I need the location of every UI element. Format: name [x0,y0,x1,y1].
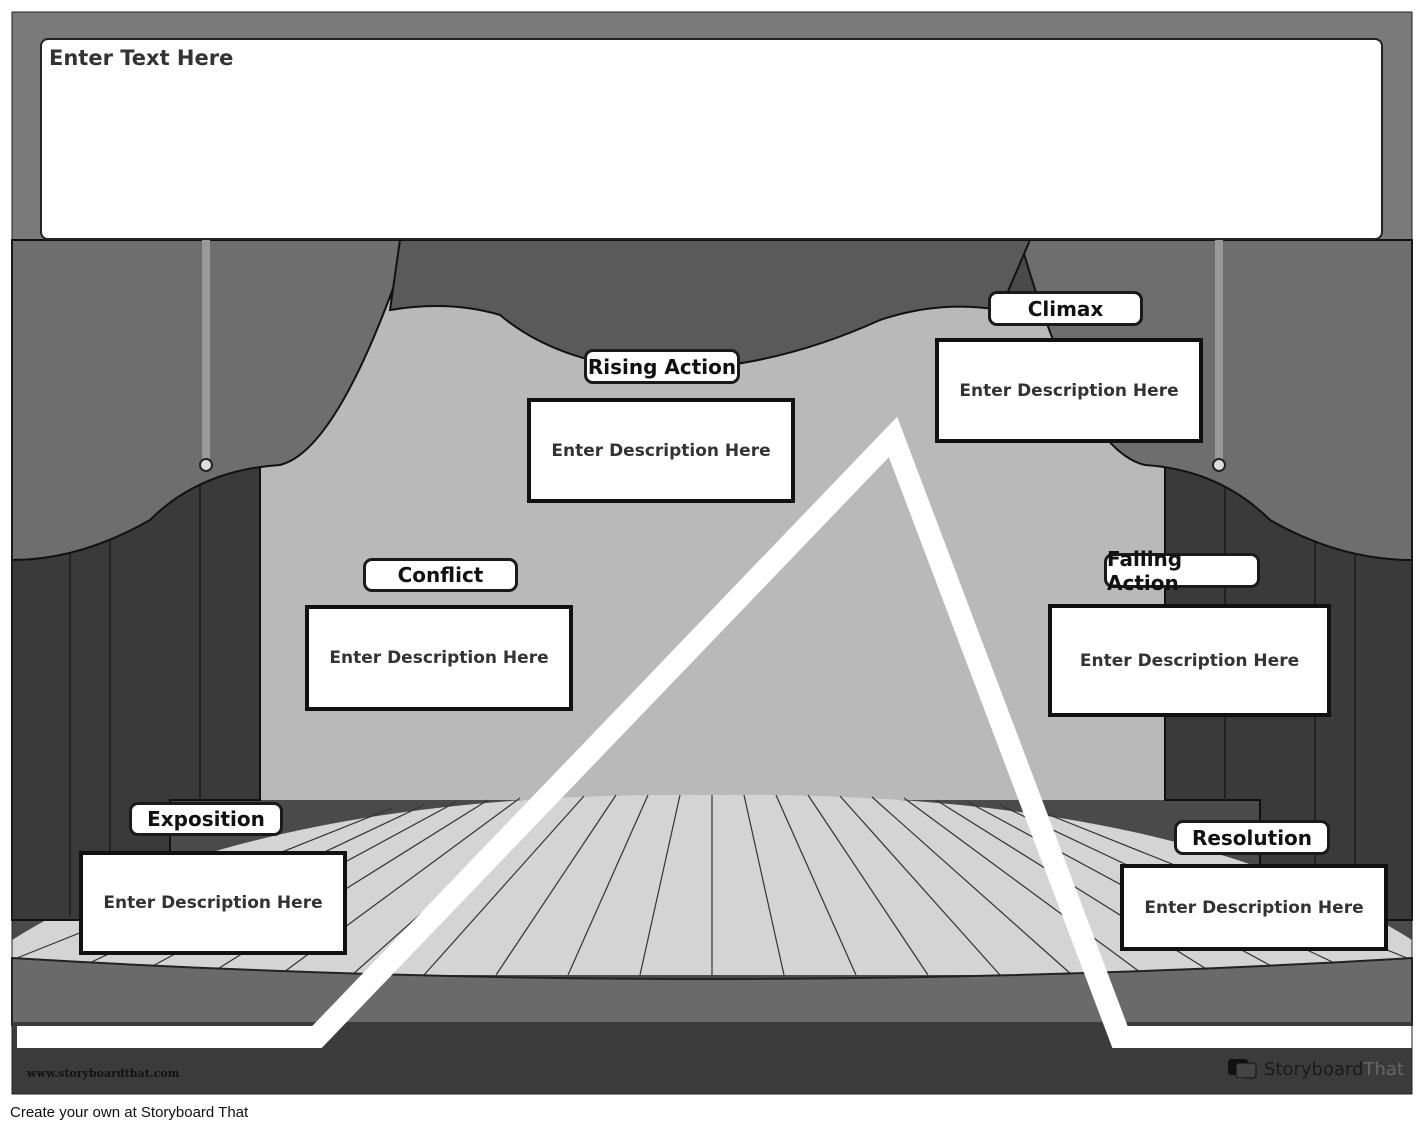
brand-main: Storyboard [1264,1058,1364,1080]
exposition-label: Exposition [129,802,283,836]
right-tie-knob [1212,458,1226,472]
climax-description-box[interactable]: Enter Description Here [935,338,1203,443]
left-tie-knob [199,458,213,472]
left-swag [11,239,412,562]
plot-line [17,416,1412,1048]
create-your-own-footer[interactable]: Create your own at Storyboard That [10,1104,249,1121]
exposition-description-box[interactable]: Enter Description Here [79,851,347,955]
storyboardthat-logo: StoryboardThat [1227,1057,1404,1081]
falling-action-description-box[interactable]: Enter Description Here [1048,604,1331,717]
falling-action-label: Falling Action [1104,547,1260,595]
climax-label: Climax [988,291,1143,326]
title-placeholder: Enter Text Here [49,46,234,70]
title-text-box[interactable]: Enter Text Here [40,38,1383,240]
resolution-label: Resolution [1174,820,1330,855]
watermark-url: www.storyboardthat.com [27,1067,180,1080]
scene-border [11,11,1413,1095]
conflict-label: Conflict [363,558,518,592]
speech-bubble-icon [1228,1059,1257,1081]
rising-action-description-box[interactable]: Enter Description Here [527,398,795,503]
conflict-description-box[interactable]: Enter Description Here [305,605,573,711]
resolution-description-box[interactable]: Enter Description Here [1120,864,1388,951]
brand-light: That [1363,1058,1405,1080]
rising-action-label: Rising Action [584,349,740,384]
